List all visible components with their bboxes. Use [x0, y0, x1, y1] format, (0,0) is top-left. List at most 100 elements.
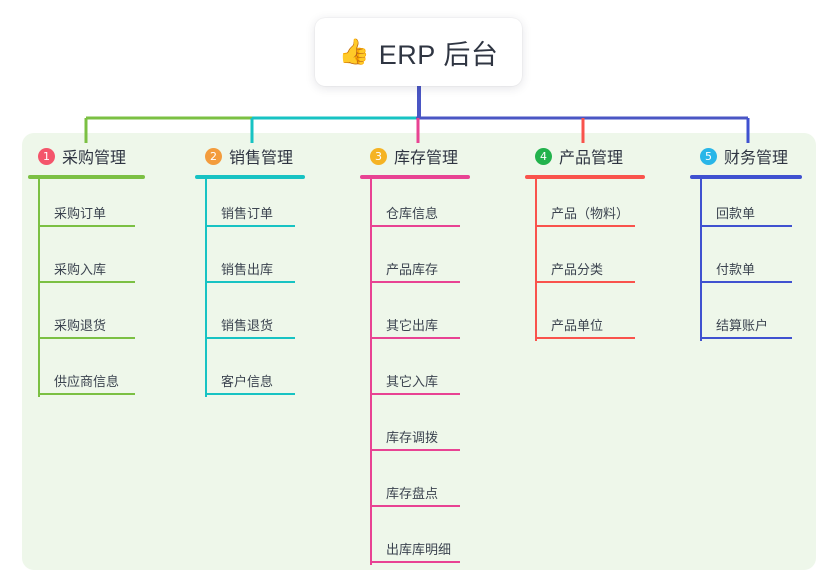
page-title: ERP 后台 — [378, 39, 499, 70]
branch-item-label: 客户信息 — [221, 374, 274, 389]
branch-item[interactable]: 客户信息 — [195, 347, 313, 403]
branch-item[interactable]: 出库库明细 — [360, 515, 480, 571]
branch-header-4[interactable]: 4 产品管理 — [525, 143, 647, 169]
branch-spine — [370, 179, 372, 565]
branch-item-list: 采购订单采购入库采购退货供应商信息 — [28, 179, 148, 403]
branch-badge-2: 2 — [205, 147, 222, 165]
branch-item[interactable]: 库存盘点 — [360, 459, 480, 515]
branch-spine — [535, 179, 537, 341]
branch-item[interactable]: 库存调拨 — [360, 403, 480, 459]
branch-item-label: 库存盘点 — [386, 486, 439, 501]
branch-item-label: 出库库明细 — [386, 542, 452, 557]
branch-item-label: 其它出库 — [386, 318, 439, 333]
branch-badge-3: 3 — [370, 147, 387, 165]
branch-spine — [38, 179, 40, 397]
root-title-card[interactable]: 👍 ERP 后台 — [315, 18, 522, 86]
branch-item[interactable]: 销售订单 — [195, 179, 313, 235]
branch-item-list: 销售订单销售出库销售退货客户信息 — [195, 179, 313, 403]
branch-badge-5: 5 — [700, 147, 717, 165]
branch-header-rule — [360, 175, 470, 179]
branch-item-label: 采购订单 — [54, 206, 107, 221]
branch-item-label: 付款单 — [716, 262, 756, 277]
branch-item[interactable]: 产品（物料） — [525, 179, 647, 235]
branch-item-rule — [700, 281, 792, 283]
thumbs-up-icon: 👍 — [338, 37, 370, 66]
branch-item[interactable]: 付款单 — [690, 235, 808, 291]
branch-item[interactable]: 产品单位 — [525, 291, 647, 347]
branch-badge-4: 4 — [535, 147, 552, 165]
branch-spine — [700, 179, 702, 341]
branch-item[interactable]: 结算账户 — [690, 291, 808, 347]
branch-item[interactable]: 其它出库 — [360, 291, 480, 347]
branch-item-rule — [370, 561, 460, 563]
branch-item-rule — [205, 281, 295, 283]
branch-header-1[interactable]: 1 采购管理 — [28, 143, 148, 169]
branch-header-rule — [195, 175, 305, 179]
branch-item-rule — [205, 225, 295, 227]
branch-header-rule — [28, 175, 145, 179]
branch-title: 库存管理 — [394, 150, 459, 167]
branch-header-rule — [525, 175, 645, 179]
branch-column-4: 4 产品管理产品（物料） 产品分类产品单位 — [525, 143, 647, 347]
branch-item-rule — [535, 337, 635, 339]
branch-item-label: 销售出库 — [221, 262, 274, 277]
branch-item-list: 回款单付款单结算账户 — [690, 179, 808, 347]
diagram-background-panel — [22, 133, 816, 570]
branch-column-5: 5 财务管理回款单付款单结算账户 — [690, 143, 808, 347]
branch-column-2: 2 销售管理销售订单销售出库销售退货客户信息 — [195, 143, 313, 403]
branch-item[interactable]: 销售出库 — [195, 235, 313, 291]
branch-item[interactable]: 产品库存 — [360, 235, 480, 291]
branch-item-label: 产品分类 — [551, 262, 604, 277]
branch-item-rule — [370, 449, 460, 451]
branch-item-label: 采购入库 — [54, 262, 107, 277]
branch-item-rule — [38, 393, 135, 395]
branch-title: 销售管理 — [229, 150, 294, 167]
branch-header-rule — [690, 175, 802, 179]
branch-item-rule — [535, 225, 635, 227]
branch-item-rule — [370, 393, 460, 395]
branch-column-1: 1 采购管理采购订单采购入库采购退货供应商信息 — [28, 143, 148, 403]
branch-item-label: 产品库存 — [386, 262, 439, 277]
branch-item[interactable]: 其它入库 — [360, 347, 480, 403]
branch-badge-1: 1 — [38, 147, 55, 165]
branch-title: 财务管理 — [724, 150, 789, 167]
branch-item-rule — [205, 337, 295, 339]
branch-item[interactable]: 销售退货 — [195, 291, 313, 347]
branch-item-list: 仓库信息产品库存其它出库其它入库库存调拨库存盘点出库库明细 — [360, 179, 480, 571]
branch-title: 产品管理 — [559, 150, 624, 167]
branch-item-rule — [535, 281, 635, 283]
branch-item-label: 产品单位 — [551, 318, 604, 333]
branch-item-rule — [38, 225, 135, 227]
branch-column-3: 3 库存管理仓库信息产品库存其它出库其它入库库存调拨库存盘点出库库明细 — [360, 143, 480, 571]
branch-item-label: 产品（物料） — [551, 206, 630, 221]
branch-item-rule — [38, 337, 135, 339]
branch-item-rule — [700, 225, 792, 227]
branch-header-2[interactable]: 2 销售管理 — [195, 143, 313, 169]
branch-item-label: 供应商信息 — [54, 374, 120, 389]
branch-item-label: 其它入库 — [386, 374, 439, 389]
branch-item-list: 产品（物料） 产品分类产品单位 — [525, 179, 647, 347]
branch-item[interactable]: 产品分类 — [525, 235, 647, 291]
branch-item-label: 销售订单 — [221, 206, 274, 221]
branch-item-rule — [370, 505, 460, 507]
branch-header-5[interactable]: 5 财务管理 — [690, 143, 808, 169]
branch-item[interactable]: 采购入库 — [28, 235, 148, 291]
branch-item-label: 结算账户 — [716, 318, 769, 333]
branch-item[interactable]: 采购退货 — [28, 291, 148, 347]
branch-item-label: 销售退货 — [221, 318, 274, 333]
branch-item-rule — [700, 337, 792, 339]
branch-item[interactable]: 采购订单 — [28, 179, 148, 235]
branch-item-label: 采购退货 — [54, 318, 107, 333]
branch-header-3[interactable]: 3 库存管理 — [360, 143, 480, 169]
branch-item-label: 库存调拨 — [386, 430, 439, 445]
branch-item-rule — [370, 337, 460, 339]
branch-item[interactable]: 回款单 — [690, 179, 808, 235]
branch-item[interactable]: 供应商信息 — [28, 347, 148, 403]
branch-item[interactable]: 仓库信息 — [360, 179, 480, 235]
branch-item-rule — [38, 281, 135, 283]
branch-item-rule — [205, 393, 295, 395]
branch-title: 采购管理 — [62, 150, 127, 167]
